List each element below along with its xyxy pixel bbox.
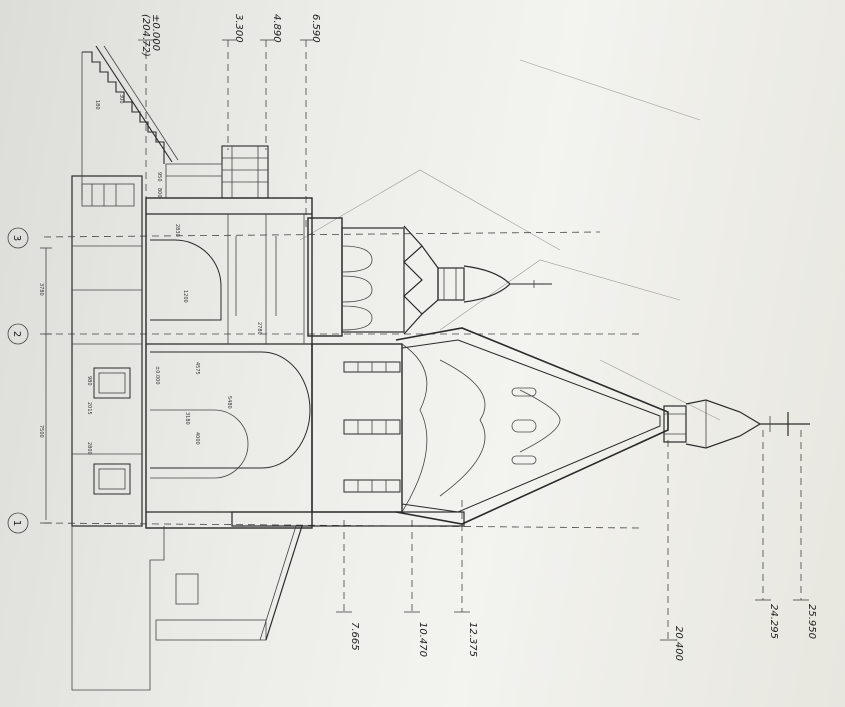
dimension-label: 300 xyxy=(118,94,124,104)
dimension-label: 2830 xyxy=(174,224,180,237)
bottom-level-lines xyxy=(336,430,809,641)
zero-mark-label: ±0.000 xyxy=(154,366,160,385)
paper-bleed-lines xyxy=(299,59,721,421)
side-tower xyxy=(307,217,552,337)
dimension-label: 980 xyxy=(86,376,92,386)
top-level-labels: ±0.000 (204.72) 3.300 4.890 6.590 xyxy=(140,14,321,57)
level-label: (204.72) xyxy=(140,14,151,57)
level-label: 24.295 xyxy=(768,604,779,639)
level-label: 10.470 xyxy=(417,622,428,657)
axis-bubble-1: 1 xyxy=(7,512,29,534)
level-label: 25.950 xyxy=(806,604,817,639)
dimension-label: 4575 xyxy=(194,362,200,375)
level-label: 12.375 xyxy=(467,622,478,657)
dimension-label: 3780 xyxy=(38,283,44,296)
porch-structure: 950 800 xyxy=(156,145,269,199)
axis-label: 2 xyxy=(11,331,22,337)
top-level-lines xyxy=(138,39,314,520)
level-label: 3.300 xyxy=(233,14,244,43)
axis-bubble-2: 2 xyxy=(7,323,29,345)
entrance-canopy xyxy=(231,511,465,641)
axis-label: 3 xyxy=(11,235,22,241)
foundation-walls: 980 2015 2800 xyxy=(71,175,267,691)
dimension-label: 800 xyxy=(156,188,162,198)
dimension-label: 2800 xyxy=(86,442,92,455)
dimension-label: 1200 xyxy=(182,290,188,303)
axis-grid xyxy=(40,231,641,529)
main-spire xyxy=(663,399,810,449)
dimension-label: 5480 xyxy=(226,396,232,409)
dimension-label: 950 xyxy=(156,172,162,182)
main-hall: 2830 1200 2780 4575 5480 3180 4000 ±0.00… xyxy=(145,197,313,529)
level-label: 4.890 xyxy=(271,14,282,43)
axis-bubble-3: 3 xyxy=(7,227,29,249)
level-label: 20.400 xyxy=(673,626,684,661)
exterior-staircase: 180 300 xyxy=(81,45,179,200)
dimension-label: 7500 xyxy=(38,425,44,438)
bottom-level-labels: 7.665 10.470 12.375 20.400 24.295 25.950 xyxy=(349,604,817,661)
level-label: 6.590 xyxy=(310,14,321,43)
main-roof xyxy=(311,327,669,525)
dimension-label: 2015 xyxy=(86,402,92,415)
dimension-label: 180 xyxy=(94,100,100,110)
level-label: ±0.000 xyxy=(150,14,161,51)
level-label: 7.665 xyxy=(349,622,360,651)
dimension-label: 2780 xyxy=(256,322,262,335)
dimension-label: 4000 xyxy=(194,432,200,445)
axis-label: 1 xyxy=(11,520,22,526)
dimension-label: 3180 xyxy=(184,412,190,425)
